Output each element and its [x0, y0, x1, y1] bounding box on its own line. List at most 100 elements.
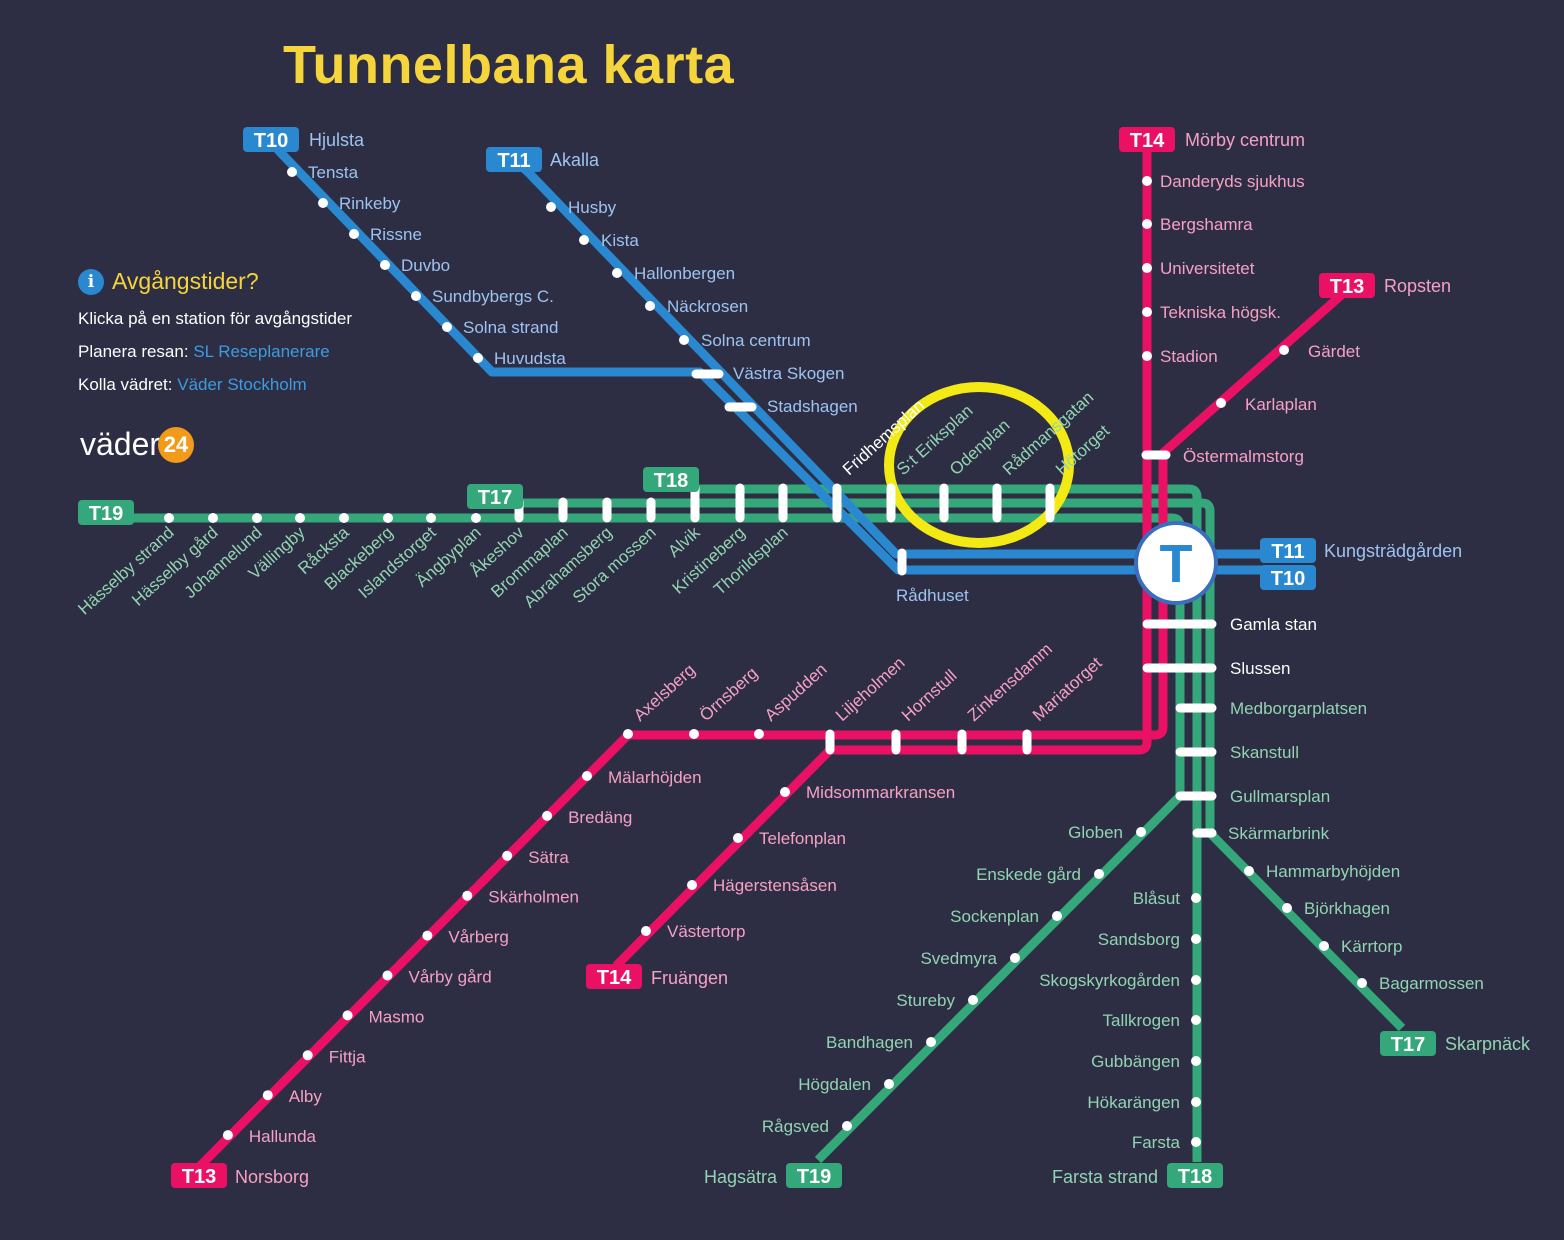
station-label[interactable]: Solna strand	[463, 318, 558, 337]
station-label[interactable]: Stadion	[1160, 347, 1218, 366]
station-label[interactable]: Bandhagen	[826, 1033, 913, 1052]
badge-t18-west[interactable]	[643, 467, 699, 492]
station-dot[interactable]	[612, 268, 622, 278]
station-label[interactable]: Gamla stan	[1230, 615, 1317, 634]
station-label[interactable]: Enskede gård	[976, 865, 1081, 884]
station-label[interactable]: Husby	[568, 198, 617, 217]
station-dot[interactable]	[1010, 953, 1020, 963]
station-label[interactable]: Blåsut	[1133, 889, 1181, 908]
station-label[interactable]: Fittja	[329, 1047, 366, 1066]
station-label[interactable]: Mälarhöjden	[608, 768, 702, 787]
station-dot[interactable]	[1319, 941, 1329, 951]
station-label[interactable]: Skanstull	[1230, 743, 1299, 762]
station-dot[interactable]	[623, 729, 633, 739]
badge-t14-fruangen[interactable]	[586, 964, 642, 989]
station-dot[interactable]	[1191, 1015, 1201, 1025]
badge-t17-skarpnack[interactable]	[1380, 1031, 1436, 1056]
station-label[interactable]: Hallunda	[249, 1127, 317, 1146]
station-label[interactable]: Östermalmstorg	[1183, 447, 1304, 466]
station-dot[interactable]	[302, 1050, 313, 1061]
station-label[interactable]: Svedmyra	[920, 949, 997, 968]
station-dot[interactable]	[542, 810, 553, 821]
station-label[interactable]: Rådmansgatan	[999, 388, 1097, 479]
station-dot[interactable]	[1191, 1097, 1201, 1107]
station-dot[interactable]	[1282, 903, 1292, 913]
badge-t10-kungstradgarden[interactable]	[1260, 565, 1316, 590]
station-label[interactable]: Huvudsta	[494, 349, 566, 368]
station-label[interactable]: Tekniska högsk.	[1160, 303, 1281, 322]
station-label[interactable]: Gullmarsplan	[1230, 787, 1330, 806]
station-dot[interactable]	[1191, 934, 1201, 944]
station-dot[interactable]	[733, 833, 743, 843]
station-label[interactable]: Slussen	[1230, 659, 1290, 678]
station-label[interactable]: Vårby gård	[409, 968, 492, 987]
station-dot[interactable]	[208, 513, 218, 523]
badge-t13-ropsten[interactable]	[1319, 273, 1375, 298]
station-label[interactable]: Mörby centrum	[1185, 130, 1305, 150]
sl-reseplanerare-link[interactable]: SL Reseplanerare	[193, 342, 330, 361]
badge-t14-morby[interactable]	[1119, 127, 1175, 152]
station-dot[interactable]	[1136, 827, 1146, 837]
station-label[interactable]: Rissne	[370, 225, 422, 244]
station-label[interactable]: Hägerstensåsen	[713, 876, 837, 895]
station-dot[interactable]	[262, 1090, 273, 1101]
station-label[interactable]: Bagarmossen	[1379, 974, 1484, 993]
station-dot[interactable]	[1244, 866, 1254, 876]
station-dot[interactable]	[641, 926, 651, 936]
station-dot[interactable]	[689, 729, 699, 739]
central-station-hub[interactable]	[1134, 521, 1218, 605]
station-dot[interactable]	[1052, 911, 1062, 921]
station-label[interactable]: Tensta	[308, 163, 359, 182]
badge-t17-west[interactable]	[467, 484, 523, 509]
station-label[interactable]: Tallkrogen	[1103, 1011, 1181, 1030]
station-label[interactable]: Hjulsta	[309, 130, 365, 150]
station-dot[interactable]	[679, 335, 689, 345]
station-dot[interactable]	[884, 1079, 894, 1089]
station-label[interactable]: Danderyds sjukhus	[1160, 172, 1305, 191]
station-label[interactable]: Alvik	[664, 523, 704, 561]
station-label[interactable]: Hammarbyhöjden	[1266, 862, 1400, 881]
station-dot[interactable]	[1142, 351, 1152, 361]
station-label[interactable]: Globen	[1068, 823, 1123, 842]
station-dot[interactable]	[442, 322, 452, 332]
station-label[interactable]: Telefonplan	[759, 829, 846, 848]
station-dot[interactable]	[349, 229, 359, 239]
station-label[interactable]: Kungsträdgården	[1324, 541, 1462, 561]
station-dot[interactable]	[968, 995, 978, 1005]
station-dot[interactable]	[342, 1010, 353, 1021]
station-label[interactable]: Västertorp	[667, 922, 745, 941]
station-label[interactable]: Masmo	[369, 1007, 425, 1026]
station-label[interactable]: Akalla	[550, 150, 600, 170]
station-dot[interactable]	[1191, 1137, 1201, 1147]
station-label[interactable]: Västra Skogen	[733, 364, 845, 383]
station-label[interactable]: Skarpnäck	[1445, 1034, 1531, 1054]
station-label[interactable]: Sockenplan	[950, 907, 1039, 926]
station-label[interactable]: Hökarängen	[1087, 1093, 1180, 1112]
station-label[interactable]: Hornstull	[898, 666, 961, 725]
station-label[interactable]: Aspudden	[761, 660, 831, 725]
station-dot[interactable]	[471, 513, 481, 523]
station-label[interactable]: Sundbybergs C.	[432, 287, 554, 306]
station-label[interactable]: Näckrosen	[667, 297, 748, 316]
station-dot[interactable]	[687, 880, 697, 890]
station-label[interactable]: Sandsborg	[1098, 930, 1180, 949]
station-label[interactable]: Duvbo	[401, 256, 450, 275]
station-dot[interactable]	[1279, 345, 1289, 355]
badge-t18-farsta-strand[interactable]	[1167, 1163, 1223, 1188]
station-dot[interactable]	[222, 1130, 233, 1141]
station-label[interactable]: Farsta	[1132, 1133, 1181, 1152]
vader24-logo[interactable]: väder 24	[80, 426, 195, 463]
station-dot[interactable]	[579, 235, 589, 245]
badge-t11-kungstradgarden[interactable]	[1260, 538, 1316, 563]
station-label[interactable]: Vårberg	[448, 928, 508, 947]
station-label[interactable]: Liljeholmen	[832, 653, 909, 725]
station-dot[interactable]	[1191, 975, 1201, 985]
station-dot[interactable]	[546, 202, 556, 212]
station-label[interactable]: Ropsten	[1384, 276, 1451, 296]
station-dot[interactable]	[383, 513, 393, 523]
station-dot[interactable]	[1357, 978, 1367, 988]
vader-stockholm-link[interactable]: Väder Stockholm	[177, 375, 307, 394]
station-label[interactable]: Alby	[289, 1087, 323, 1106]
station-label[interactable]: Bredäng	[568, 808, 632, 827]
station-label[interactable]: Kärrtorp	[1341, 937, 1402, 956]
